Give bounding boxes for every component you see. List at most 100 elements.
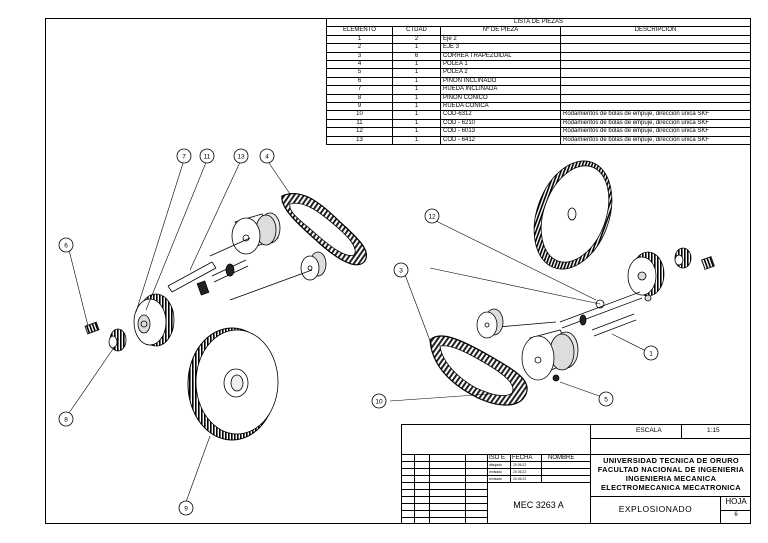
part-description: Rodamientos de bolas de empuje, direcció…	[560, 135, 751, 146]
part-qty: 1	[392, 102, 441, 112]
parts-list-table: LISTA DE PIEZAS ELEMENTO CTDAD Nº DE PIE…	[326, 17, 751, 146]
part-element: 1	[326, 34, 393, 45]
leader-lines-right	[389, 218, 651, 402]
part-description: Rodamientos de bolas de empuje, direcció…	[560, 127, 751, 137]
balloon-number: 7	[182, 153, 186, 160]
balloon-number: 11	[204, 153, 211, 160]
part-number: COD - 6210	[440, 118, 561, 129]
part-qty: 1	[392, 118, 441, 129]
part-element: 9	[326, 102, 393, 112]
header-qty: CTDAD	[392, 26, 441, 36]
name-header: NOMBRE	[548, 455, 575, 461]
part-number: COD - 6013	[440, 127, 561, 137]
part-number: COD - 6412	[440, 135, 561, 146]
balloon-number: 10	[375, 398, 383, 405]
balloon-circle	[176, 148, 192, 164]
header-element: ELEMENTO	[326, 26, 393, 36]
date-header: FECHA	[512, 455, 533, 461]
part-description	[560, 43, 751, 53]
part-element: 11	[326, 118, 393, 129]
part-element: 12	[326, 127, 393, 137]
date-drawn: 20.06.22	[513, 462, 527, 467]
balloon-circle	[643, 345, 659, 361]
balloon-number: 8	[64, 416, 68, 423]
drawing-title: EXPLOSIONADO	[618, 504, 693, 514]
pulley-4	[231, 212, 281, 255]
part-element: 6	[326, 76, 393, 87]
course-code: MEC 3263 A	[513, 500, 564, 510]
conical-pinion-8	[108, 328, 127, 352]
sheet-number: 6	[734, 512, 738, 518]
part-element: 8	[326, 93, 393, 104]
balloon-circle	[178, 500, 194, 516]
part-qty: 1	[392, 110, 441, 120]
part-element: 3	[326, 51, 393, 62]
balloon-circle	[371, 393, 387, 409]
part-element: 7	[326, 85, 393, 95]
part-number: PIÑON INCLINADO	[440, 76, 561, 87]
part-number: RUEDA INCLINADA	[440, 85, 561, 95]
parts-list-title: LISTA DE PIEZAS	[326, 17, 751, 28]
part-qty: 1	[392, 135, 441, 146]
iso-e-label: ISO E	[489, 455, 506, 461]
role-reviewed-2: revisado	[489, 476, 502, 481]
part-qty: 1	[392, 43, 441, 53]
conical-wheel-right	[533, 160, 613, 270]
shafts-left	[167, 237, 313, 301]
part-qty: 6	[392, 51, 441, 62]
part-qty: 1	[392, 127, 441, 137]
belt-4	[281, 192, 368, 266]
part-qty: 1	[392, 85, 441, 95]
part-qty: 1	[392, 76, 441, 87]
pulley-small-right	[476, 308, 504, 339]
balloon-number: 13	[237, 153, 245, 160]
part-element: 4	[326, 60, 393, 70]
title-block: ESCALA 1:15 ISO E FECHA NOMBRE dibujado …	[401, 424, 751, 524]
part-description: Rodamientos de bolas de empuje, direcció…	[560, 118, 751, 129]
shafts-right	[429, 267, 643, 337]
date-reviewed-2: 20.06.22	[513, 476, 527, 481]
balloon-circle	[259, 148, 275, 164]
part-element: 10	[326, 110, 393, 120]
part-element: 5	[326, 68, 393, 78]
balloon-circle	[393, 262, 409, 278]
conical-wheel-9	[187, 327, 279, 441]
balloon-number: 4	[265, 153, 269, 160]
balloon-circle	[598, 391, 614, 407]
sheet-label: HOJA	[725, 497, 747, 506]
header-part-number: Nº DE PIEZA	[440, 26, 561, 36]
part-qty: 1	[392, 93, 441, 104]
part-number: POLEA 1	[440, 60, 561, 70]
balloon-number: 12	[428, 213, 436, 220]
inclined-pinion-6	[84, 321, 100, 335]
part-description	[560, 76, 751, 87]
balloon-number: 5	[604, 396, 608, 403]
scale-label: ESCALA	[636, 427, 662, 434]
faculty-name: FACULTAD NACIONAL DE INGENIERIA	[597, 465, 745, 474]
balloon-number: 9	[184, 505, 188, 512]
career-line-2: ELECTROMECANICA MECATRONICA	[601, 483, 741, 492]
balloon-number: 3	[399, 267, 403, 274]
date-reviewed-1: 20.06.22	[513, 469, 527, 474]
part-number: CORREA TRAPEZOIDAL	[440, 51, 561, 62]
career-line-1: INGENIERIA MECANICA	[625, 474, 717, 483]
balloon-number: 1	[649, 350, 653, 357]
part-number: COD-6312	[440, 110, 561, 120]
scale-value: 1:15	[707, 427, 720, 434]
part-description	[560, 102, 751, 112]
belt-3	[429, 335, 528, 406]
part-number: Eje 2	[440, 34, 561, 45]
balloon-circle	[424, 208, 440, 224]
university-name: UNIVERSIDAD TECNICA DE ORURO	[603, 456, 739, 465]
parts-list-header-row: ELEMENTO CTDAD Nº DE PIEZA DESCRIPCIÓN	[326, 26, 751, 36]
part-number: RUEDA CONICA	[440, 102, 561, 112]
